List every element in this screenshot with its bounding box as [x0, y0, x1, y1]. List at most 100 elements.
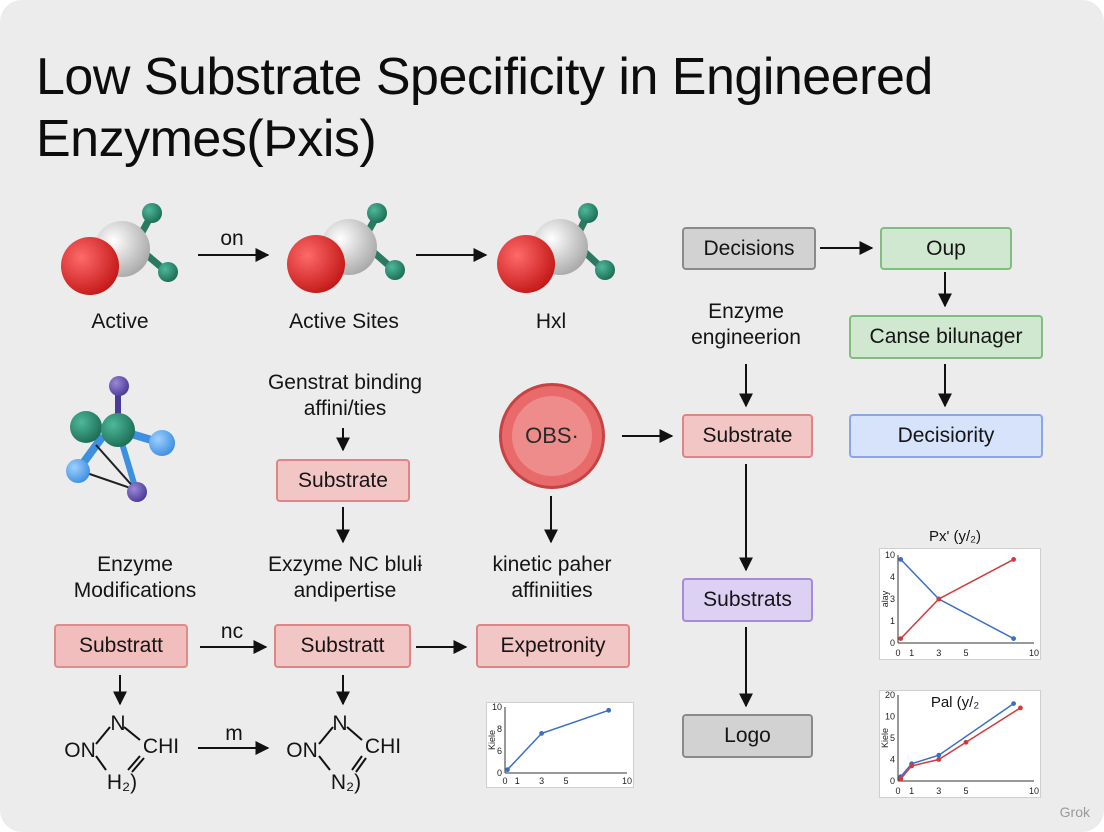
ring2-n2-label: N₂) [330, 771, 362, 794]
x-tick-label: 3 [936, 648, 941, 658]
molecule-icon-2 [287, 203, 405, 293]
canse-bilunager-box: Canse bilunager [849, 315, 1043, 359]
ring-structure-2 [318, 726, 367, 773]
substrats-box: Substrats [682, 578, 813, 622]
y-tick-label: 20 [885, 691, 895, 700]
enzyme-modifications-label: Enzyme Modifications [73, 553, 197, 602]
exzyme-nc-label: Exzyme NC blulɨ andipertise [267, 553, 423, 602]
chart-2-title: Px' (y/₂) [928, 528, 982, 545]
y-tick-label: 0 [497, 768, 502, 778]
y-tick-label: 0 [890, 776, 895, 786]
molecule-label-hxl: Hxl [535, 310, 567, 333]
chart-3-title: Pal (y/₂ [930, 694, 980, 711]
y-tick-label: 10 [885, 550, 895, 560]
data-point [936, 596, 942, 602]
arrow-label-on: on [220, 227, 244, 250]
data-point [1011, 701, 1016, 706]
data-point [898, 557, 904, 562]
ring1-on-label: ON [64, 739, 96, 762]
ring1-n-label: N [110, 712, 126, 735]
y-tick-label: 3 [890, 594, 895, 604]
x-tick-label: 1 [515, 776, 520, 786]
y-tick-label: 4 [890, 572, 895, 582]
x-tick-label: 0 [895, 648, 900, 658]
x-tick-label: 0 [502, 776, 507, 786]
kinetic-label: kinetic paher affiniities [492, 553, 612, 602]
x-tick-label: 3 [539, 776, 544, 786]
watermark: Grok [1059, 804, 1090, 820]
molecule-icon-4 [66, 376, 175, 502]
data-point [898, 776, 904, 782]
logo-box: Logo [682, 714, 813, 758]
ring-structure-1 [95, 726, 145, 773]
substratt-box-left: Substratt [54, 624, 188, 668]
x-tick-label: 3 [936, 786, 941, 796]
data-point [1018, 705, 1023, 711]
data-point [936, 757, 942, 762]
series-line [900, 558, 1014, 640]
data-point [539, 731, 544, 736]
x-tick-label: 10 [1029, 786, 1039, 796]
decisiority-box: Decisiority [849, 414, 1043, 458]
y-tick-label: 4 [890, 755, 895, 765]
molecule-icon-1 [61, 203, 178, 295]
data-point [1011, 557, 1016, 562]
obs-circle-label: OBS· [512, 396, 592, 476]
data-point [898, 636, 904, 641]
decisions-box: Decisions [682, 227, 816, 270]
x-tick-label: 0 [895, 786, 900, 796]
data-point [936, 752, 942, 758]
x-tick-label: 5 [963, 786, 968, 796]
y-tick-label: 8 [497, 724, 502, 734]
ring1-chi-label: CHI [142, 735, 180, 758]
ring2-on-label: ON [286, 739, 318, 762]
data-point [963, 739, 969, 745]
data-point [505, 767, 510, 773]
expetronity-box: Expetronity [476, 624, 630, 668]
arrow-label-nc: nc [220, 620, 244, 643]
ring2-n-label: N [332, 712, 348, 735]
substrate-box-mid: Substrate [276, 459, 410, 502]
series-line [900, 702, 1015, 778]
series-line [900, 707, 1021, 780]
series-line [506, 709, 609, 771]
x-tick-label: 10 [622, 776, 632, 786]
molecule-label-active-sites: Active Sites [289, 310, 399, 333]
ring2-chi-label: CHI [364, 735, 402, 758]
y-tick-label: 5 [890, 733, 895, 743]
x-tick-label: 5 [563, 776, 568, 786]
data-point [1011, 636, 1016, 641]
x-tick-label: 1 [909, 786, 914, 796]
obs-circle: OBS· [499, 383, 605, 489]
genstrat-label: Genstrat binding affini/ties [267, 371, 423, 420]
y-axis-label: alay [880, 590, 890, 607]
x-tick-label: 1 [909, 648, 914, 658]
arrow-label-m: m [225, 722, 243, 745]
page-title: Low Substrate Specificity in Engineered … [36, 48, 933, 168]
y-tick-label: 1 [890, 616, 895, 626]
oup-box: Oup [880, 227, 1012, 270]
data-point [606, 707, 612, 713]
series-line [900, 558, 1014, 640]
x-tick-label: 10 [1029, 648, 1039, 658]
enzyme-engineerion-label: Enzyme engineerion [691, 300, 801, 349]
x-tick-label: 5 [963, 648, 968, 658]
molecule-icon-3 [497, 203, 615, 293]
molecule-label-active: Active [91, 310, 149, 333]
ring1-h2-label: H₂) [106, 771, 138, 794]
y-tick-label: 0 [890, 638, 895, 648]
y-axis-label: Kiele [880, 728, 890, 748]
y-tick-label: 10 [885, 712, 895, 722]
data-point [909, 763, 914, 769]
y-axis-label: Kiele [487, 730, 497, 750]
y-tick-label: 6 [497, 746, 502, 756]
substrate-box-right: Substrate [682, 414, 813, 458]
y-tick-label: 10 [492, 703, 502, 712]
